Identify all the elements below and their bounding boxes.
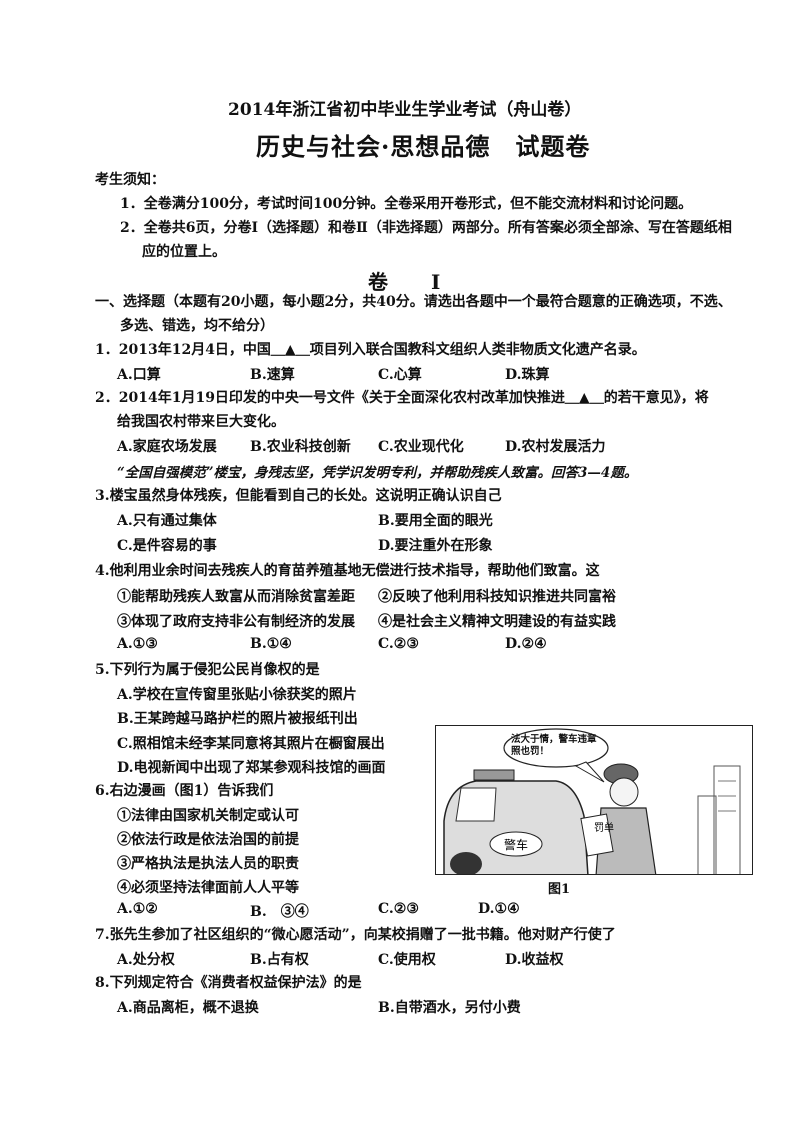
question-8-option-a: A.商品离柜，概不退换: [117, 1000, 259, 1016]
question-2-option-d: D.农村发展活力: [505, 439, 606, 455]
question-1-option-c: C.心算: [378, 367, 422, 383]
question-6-statement-2: ②依法行政是依法治国的前提: [117, 832, 299, 848]
question-7-option-c: C.使用权: [378, 952, 436, 968]
question-4-statement-1: ①能帮助残疾人致富从而消除贫富差距: [117, 589, 355, 605]
question-6-statement-4: ④必须坚持法律面前人人平等: [117, 880, 299, 896]
notice-item-2: 2．全卷共6页，分卷Ⅰ（选择题）和卷Ⅱ（非选择题）两部分。所有答案必须全部涂、写…: [120, 220, 732, 236]
question-3-option-b: B.要用全面的眼光: [378, 513, 493, 529]
cartoon-illustration: 警车 罚单: [443, 728, 741, 874]
question-7-stem: 7.张先生参加了社区组织的“微心愿活动”，向某校捐赠了一批书籍。他对财产行使了: [95, 927, 616, 943]
paper-title: 历史与社会·思想品德 试题卷: [256, 132, 591, 161]
question-6-option-c: C.②③: [378, 901, 419, 917]
question-6-option-b: B. ③④: [250, 904, 309, 920]
question-3-stem: 3.楼宝虽然身体残疾，但能看到自己的长处。这说明正确认识自己: [95, 488, 502, 504]
question-8-stem: 8.下列规定符合《消费者权益保护法》的是: [95, 975, 362, 991]
question-6-statement-3: ③严格执法是执法人员的职责: [117, 856, 299, 872]
exam-title: 2014年浙江省初中毕业生学业考试（舟山卷）: [228, 100, 582, 120]
question-4-option-b: B.①④: [250, 636, 292, 652]
question-4-option-a: A.①③: [117, 636, 158, 652]
question-7-option-a: A.处分权: [117, 952, 175, 968]
notice-heading: 考生须知：: [95, 172, 165, 188]
question-6-option-d: D.①④: [478, 901, 520, 917]
notice-item-1: 1．全卷满分100分，考试时间100分钟。全卷采用开卷形式，但不能交流材料和讨论…: [120, 196, 693, 212]
question-5-option-d: D.电视新闻中出现了郑某参观科技馆的画面: [117, 760, 386, 776]
question-2-option-b: B.农业科技创新: [250, 439, 351, 455]
question-1-option-b: B.速算: [250, 367, 295, 383]
question-4-statement-3: ③体现了政府支持非公有制经济的发展: [117, 614, 355, 630]
question-5-option-a: A.学校在宣传窗里张贴小徐获奖的照片: [117, 687, 357, 703]
question-3-option-a: A.只有通过集体: [117, 513, 217, 529]
question-5-option-c: C.照相馆未经李某同意将其照片在橱窗展出: [117, 736, 385, 752]
question-7-option-d: D.收益权: [505, 952, 564, 968]
question-4-statement-4: ④是社会主义精神文明建设的有益实践: [378, 614, 616, 630]
speech-bubble-text: 法大于情，警车违章照也罚！: [511, 734, 597, 757]
question-4-option-c: C.②③: [378, 636, 419, 652]
question-4-stem: 4.他利用业余时间去残疾人的育苗养殖基地无偿进行技术指导，帮助他们致富。这: [95, 563, 600, 579]
question-6-statement-1: ①法律由国家机关制定或认可: [117, 808, 299, 824]
question-1-option-d: D.珠算: [505, 367, 550, 383]
cartoon-figure: 警车 罚单 法大于情，警车违章照也罚！: [435, 725, 753, 875]
material-text: “全国自强模范”楼宝，身残志坚，凭学识发明专利，并帮助残疾人致富。回答3—4题。: [117, 465, 638, 481]
question-7-option-b: B.占有权: [250, 952, 309, 968]
question-2-option-c: C.农业现代化: [378, 439, 464, 455]
question-5-option-b: B.王某跨越马路护栏的照片被报纸刊出: [117, 711, 358, 727]
question-4-statement-2: ②反映了他利用科技知识推进共同富裕: [378, 589, 616, 605]
question-6-stem: 6.右边漫画（图1）告诉我们: [95, 783, 274, 799]
question-4-option-d: D.②④: [505, 636, 547, 652]
question-2-stem: 2．2014年1月19日印发的中央一号文件《关于全面深化农村改革加快推进＿▲＿的…: [95, 390, 709, 406]
question-1-option-a: A.口算: [117, 367, 161, 383]
question-3-option-c: C.是件容易的事: [117, 538, 217, 554]
car-label: 警车: [504, 837, 528, 852]
question-2-option-a: A.家庭农场发展: [117, 439, 217, 455]
question-8-option-b: B.自带酒水，另付小费: [378, 1000, 521, 1016]
question-5-stem: 5.下列行为属于侵犯公民肖像权的是: [95, 662, 320, 678]
question-2-stem-cont: 给我国农村带来巨大变化。: [117, 414, 285, 430]
question-6-option-a: A.①②: [117, 901, 158, 917]
ticket-label: 罚单: [594, 822, 614, 834]
question-3-option-d: D.要注重外在形象: [378, 538, 493, 554]
section-title: 卷 Ⅰ: [368, 270, 459, 294]
question-1-stem: 1．2013年12月4日，中国＿▲＿项目列入联合国教科文组织人类非物质文化遗产名…: [95, 342, 646, 358]
part1-instructions-cont: 多选、错选，均不给分）: [120, 318, 274, 334]
figure-caption: 图1: [548, 882, 571, 897]
part1-instructions: 一、选择题（本题有20小题，每小题2分，共40分。请选出各题中一个最符合题意的正…: [95, 294, 732, 310]
notice-item-2-cont: 应的位置上。: [142, 244, 226, 260]
